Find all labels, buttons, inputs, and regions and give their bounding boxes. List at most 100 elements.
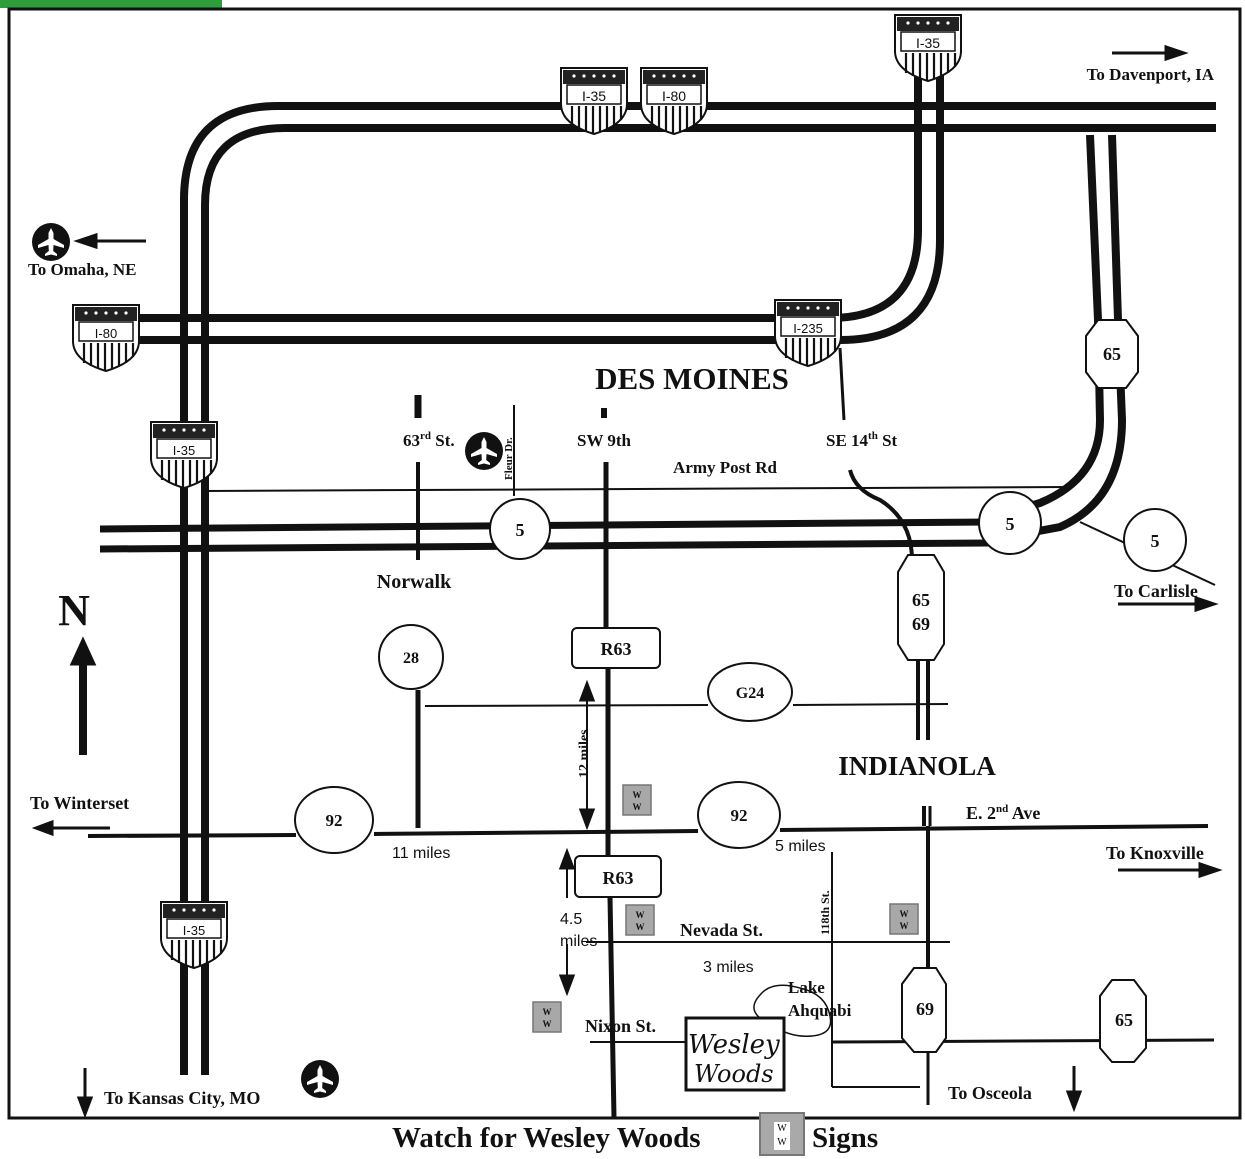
svg-text:65: 65: [1103, 344, 1121, 364]
wesley-woods-sign-icon: WW: [622, 784, 652, 816]
svg-text:W: W: [633, 802, 642, 812]
route-marker-65: 65: [1099, 979, 1147, 1063]
svg-text:I-35: I-35: [173, 443, 195, 458]
svg-text:W: W: [543, 1019, 552, 1029]
destination-osceola: To Osceola: [948, 1083, 1032, 1103]
route-marker-92: 92: [294, 786, 374, 854]
sign-letter: W: [774, 1136, 790, 1150]
wesley-woods-line2: Woods: [694, 1060, 774, 1088]
airplane-icon: [301, 1060, 339, 1098]
route-marker-5: 5: [1123, 508, 1187, 572]
destination-omaha: To Omaha, NE: [28, 260, 136, 279]
wesley-woods-sign-icon: WW: [625, 904, 655, 936]
svg-text:5: 5: [1151, 531, 1160, 551]
svg-text:I-80: I-80: [662, 88, 686, 104]
svg-text:69: 69: [916, 999, 934, 1019]
route-marker-92: 92: [697, 781, 781, 849]
footer-text-right: Signs: [812, 1122, 879, 1154]
svg-text:W: W: [900, 909, 909, 919]
svg-text:I-35: I-35: [916, 35, 940, 51]
route-marker-65: 65: [1085, 319, 1139, 389]
interstate-shield: I-35: [159, 900, 229, 970]
svg-text:R63: R63: [601, 639, 632, 659]
street-label-army-post: Army Post Rd: [673, 458, 777, 477]
interstate-shield: I-35: [893, 13, 963, 83]
route-marker-5: 5: [489, 498, 551, 560]
svg-text:I-35: I-35: [183, 923, 205, 938]
interstate-shield: I-35: [559, 66, 629, 136]
street-label-se14th: SE 14th St: [826, 430, 898, 450]
street-label-118th: 118th St.: [818, 890, 832, 935]
street-label-nixon: Nixon St.: [585, 1016, 656, 1036]
sign-letter: W: [774, 1122, 790, 1136]
svg-text:W: W: [636, 922, 645, 932]
street-label-e2nd: E. 2nd Ave: [966, 803, 1040, 823]
svg-text:W: W: [636, 910, 645, 920]
airplane-icon: [32, 223, 70, 261]
wesley-woods-sign-icon: W W: [759, 1112, 805, 1156]
street-label-fleur: Fleur Dr.: [503, 437, 515, 480]
route-marker-5: 5: [978, 491, 1042, 555]
destination-winterset: To Winterset: [30, 793, 129, 813]
distance-4-5-miles: 4.5: [560, 911, 582, 928]
interstate-shield: I-35: [149, 420, 219, 490]
svg-text:65: 65: [1115, 1010, 1133, 1030]
route-marker-69: 69: [901, 967, 947, 1053]
svg-text:92: 92: [326, 811, 343, 830]
svg-text:I-80: I-80: [95, 326, 117, 341]
footer-text-left: Watch for Wesley Woods: [392, 1122, 701, 1154]
town-label-norwalk: Norwalk: [377, 571, 452, 593]
route-marker-r63: R63: [574, 855, 662, 898]
svg-text:W: W: [900, 921, 909, 931]
distance-12-miles: 12 miles: [577, 729, 592, 778]
lake-label-line1: Lake: [788, 978, 825, 997]
street-label-nevada: Nevada St.: [680, 920, 763, 940]
svg-text:W: W: [633, 790, 642, 800]
compass-north-label: N: [58, 586, 90, 635]
route-marker-g24: G24: [707, 662, 793, 722]
footer-note: Watch for Wesley Woods Signs: [0, 1120, 1245, 1159]
svg-text:69: 69: [912, 614, 930, 634]
destination-kansas-city: To Kansas City, MO: [104, 1088, 260, 1108]
svg-text:5: 5: [516, 520, 525, 540]
svg-text:W: W: [543, 1007, 552, 1017]
svg-text:28: 28: [403, 650, 419, 667]
street-label-sw9th: SW 9th: [577, 431, 632, 450]
destination-carlisle: To Carlisle: [1114, 581, 1198, 601]
route-65-69-road: [848, 469, 930, 740]
distance-5-miles: 5 miles: [775, 838, 826, 855]
city-label-indianola: INDIANOLA: [838, 751, 996, 781]
corner-tab: [0, 0, 222, 8]
svg-text:5: 5: [1006, 514, 1015, 534]
distance-4-5-miles-unit: miles: [560, 933, 597, 950]
interstate-shield: I-80: [639, 66, 709, 136]
route-marker-28: 28: [378, 624, 444, 690]
airplane-icon: [465, 432, 503, 470]
city-label-des-moines: DES MOINES: [595, 361, 789, 396]
route-marker-r63: R63: [571, 627, 661, 669]
local-roads: [87, 347, 1216, 1119]
svg-text:65: 65: [912, 590, 930, 610]
interstate-shield: I-80: [71, 303, 141, 373]
destination-knoxville: To Knoxville: [1106, 843, 1204, 863]
interstate-shield: I-235: [773, 298, 843, 368]
wesley-woods-box: [684, 1016, 786, 1092]
wesley-woods-sign-icon: WW: [532, 1001, 562, 1033]
map-canvas: Wesley Woods I-35 I-80 I-35 I-80 I-235 I…: [7, 7, 1242, 1120]
lake-label-line2: Ahquabi: [788, 1001, 852, 1020]
direction-arrows: [31, 44, 1223, 1119]
svg-text:I-35: I-35: [582, 88, 606, 104]
svg-text:R63: R63: [603, 868, 634, 888]
wesley-woods-line1: Wesley: [688, 1030, 780, 1060]
svg-text:G24: G24: [736, 685, 764, 702]
wesley-woods-sign-icon: WW: [889, 903, 919, 935]
distance-3-miles: 3 miles: [703, 959, 754, 976]
interstate-loop: [130, 60, 1216, 1075]
destination-davenport: To Davenport, IA: [1087, 65, 1215, 84]
street-label-63rd: 63rd St.: [403, 430, 455, 450]
map-border: [7, 7, 1242, 1120]
svg-text:I-235: I-235: [793, 321, 823, 336]
svg-text:92: 92: [731, 806, 748, 825]
distance-11-miles: 11 miles: [392, 845, 450, 862]
